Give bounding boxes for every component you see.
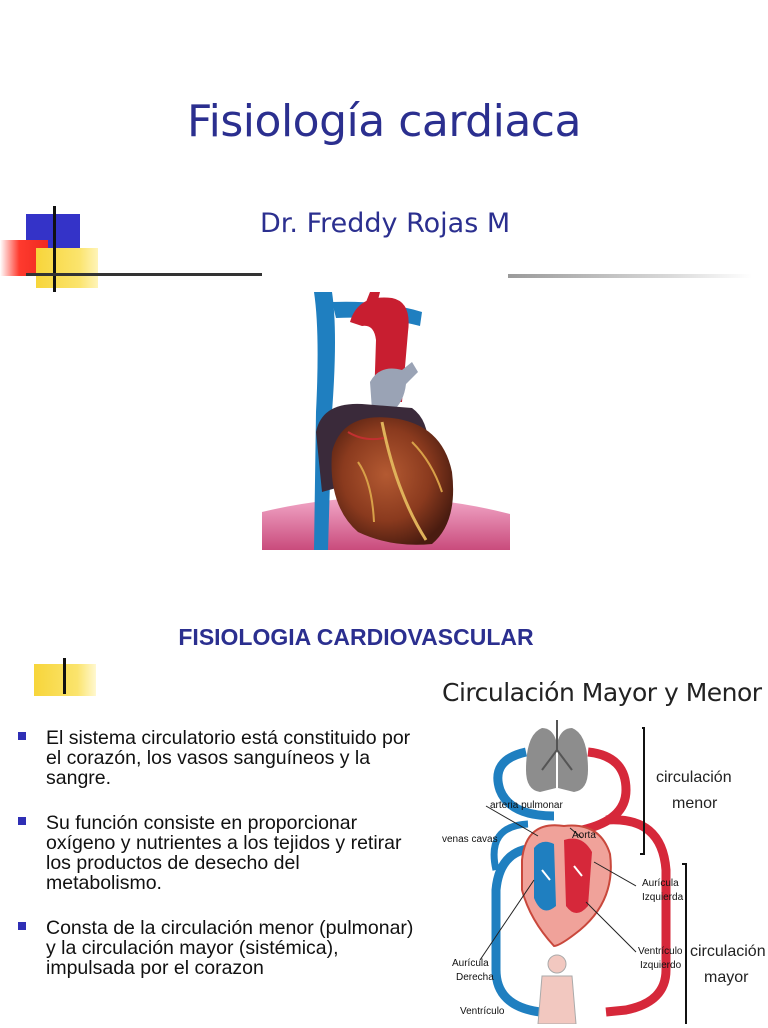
diagram-title: Circulación Mayor y Menor [442, 678, 762, 707]
square-bullet-icon [18, 817, 26, 825]
bullet-text: El sistema circulatorio está constituido… [46, 727, 411, 789]
label-venas-cavas: venas cavas [442, 834, 498, 845]
lungs-icon [526, 720, 588, 792]
yellow-square [36, 248, 98, 288]
bullet-list: El sistema circulatorio está constituido… [16, 728, 420, 1003]
horizontal-rule [26, 273, 262, 276]
bracket-menor [640, 727, 645, 855]
list-item: Consta de la circulación menor (pulmonar… [16, 918, 420, 978]
label-aorta: Aorta [572, 830, 596, 841]
vertical-rule [53, 206, 56, 292]
bracket-mayor [682, 863, 687, 1024]
gradient-divider [508, 274, 752, 278]
square-bullet-icon [18, 922, 26, 930]
label-auricula-der-2: Derecha [456, 972, 494, 983]
vertical-rule [63, 658, 66, 694]
label-arteria-pulmonar: arteria pulmonar [490, 800, 563, 811]
circulation-diagram: arteria pulmonar venas cavas Aorta Auríc… [430, 720, 768, 1025]
square-bullet-icon [18, 732, 26, 740]
human-body-icon [537, 954, 577, 1025]
label-ventriculo-izq: Ventrículo [638, 946, 683, 957]
label-mayor: mayor [704, 969, 749, 986]
label-circulacion-menor: circulación [656, 769, 732, 786]
section-heading: FISIOLOGIA CARDIOVASCULAR [178, 624, 534, 650]
label-ventriculo-izq-2: Izquierdo [640, 960, 682, 971]
label-ventriculo-der: Ventrículo [460, 1006, 505, 1017]
bullet-text: Su función consiste en proporcionar oxíg… [46, 812, 402, 894]
bullet-text: Consta de la circulación menor (pulmonar… [46, 917, 414, 979]
list-item: Su función consiste en proporcionar oxíg… [16, 813, 420, 893]
label-auricula-der: Aurícula [452, 958, 489, 969]
label-auricula-izq: Aurícula [642, 878, 679, 889]
slide-title: Fisiología cardiaca [187, 96, 581, 147]
label-menor: menor [672, 795, 718, 812]
heart-illustration [262, 292, 510, 550]
label-auricula-izq-2: Izquierda [642, 892, 684, 903]
label-circulacion-mayor: circulación [690, 943, 766, 960]
list-item: El sistema circulatorio está constituido… [16, 728, 420, 788]
slide-subtitle: Dr. Freddy Rojas M [260, 208, 511, 239]
heart-icon [521, 824, 612, 948]
